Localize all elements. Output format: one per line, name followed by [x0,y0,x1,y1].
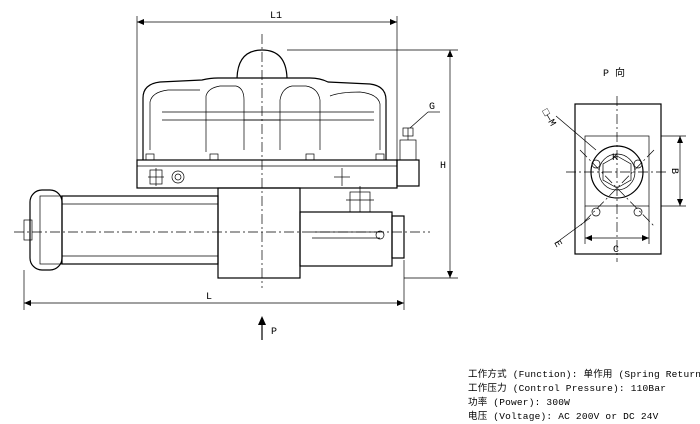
spec-voltage-value: AC 200V or DC 24V [558,411,659,422]
c-label: C [613,245,619,256]
h-label: H [440,161,446,172]
spec-power: 功率 (Power): 300W [468,394,570,408]
spec-voltage-label: 电压 (Voltage): [468,411,553,422]
e-label: E [551,239,564,250]
spec-power-value: 300W [546,397,571,408]
spec-function-value: 单作用 (Spring Return) [583,369,700,380]
l-label: L [206,292,212,303]
b-label: B [668,168,679,174]
p-side-label: P 向 [603,66,625,80]
spec-pressure-value: 110Bar [630,383,667,394]
spec-voltage: 电压 (Voltage): AC 200V or DC 24V [468,408,659,422]
spec-pressure-label: 工作压力 (Control Pressure): [468,383,625,394]
spec-function: 工作方式 (Function): 单作用 (Spring Return) [468,366,700,380]
l1-label: L1 [270,11,282,22]
k-label: K [612,153,618,164]
dimension-l1: L1 [136,11,398,160]
g-label: G [429,102,435,113]
g-leader: G [409,102,440,129]
spec-power-label: 功率 (Power): [468,397,541,408]
side-view: P 向 □—M K E B C [539,66,686,262]
m-label: □—M [539,108,558,129]
gearbox-housing [136,49,420,189]
dimension-h: H [287,49,458,279]
dimension-l: L [23,260,405,310]
p-arrow-bottom: P [258,316,277,340]
spec-pressure: 工作压力 (Control Pressure): 110Bar [468,380,666,394]
spec-function-label: 工作方式 (Function): [468,369,578,380]
p-bottom-label: P [271,327,277,338]
centre-lines [14,34,430,288]
